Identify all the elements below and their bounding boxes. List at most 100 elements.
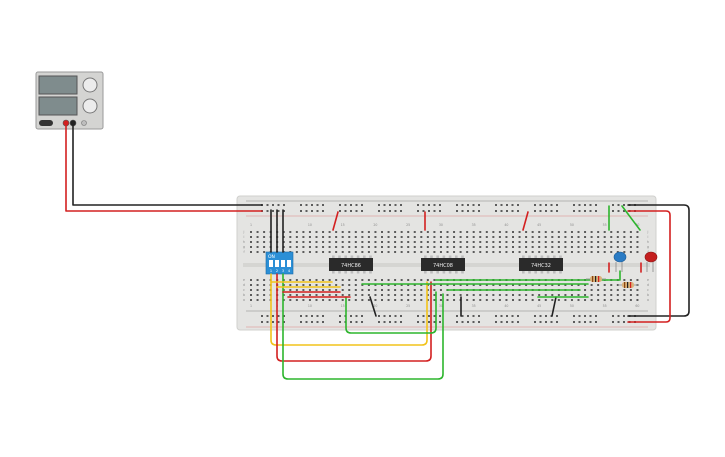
- breadboard-hole[interactable]: [413, 289, 416, 291]
- breadboard-hole[interactable]: [308, 231, 311, 233]
- breadboard-hole[interactable]: [616, 251, 619, 253]
- dip-toggle-3[interactable]: [281, 260, 285, 267]
- breadboard-hole[interactable]: [400, 294, 403, 296]
- breadboard-hole[interactable]: [354, 241, 357, 243]
- dip-toggle-4[interactable]: [287, 260, 291, 267]
- rail-hole[interactable]: [495, 321, 497, 323]
- rail-hole[interactable]: [266, 315, 269, 317]
- breadboard-hole[interactable]: [610, 299, 613, 301]
- breadboard-hole[interactable]: [335, 279, 338, 281]
- rail-hole[interactable]: [500, 321, 503, 323]
- breadboard-hole[interactable]: [636, 246, 639, 248]
- breadboard-hole[interactable]: [492, 284, 495, 286]
- breadboard-hole[interactable]: [354, 231, 357, 233]
- breadboard-hole[interactable]: [381, 236, 383, 238]
- rail-hole[interactable]: [305, 315, 308, 317]
- breadboard-hole[interactable]: [387, 284, 390, 286]
- breadboard-hole[interactable]: [387, 279, 390, 281]
- breadboard-hole[interactable]: [263, 289, 266, 291]
- rail-hole[interactable]: [506, 315, 508, 317]
- rail-hole[interactable]: [417, 321, 419, 323]
- rail-hole[interactable]: [595, 210, 597, 212]
- rail-hole[interactable]: [517, 321, 519, 323]
- breadboard-hole[interactable]: [341, 284, 344, 286]
- breadboard-hole[interactable]: [485, 294, 488, 296]
- breadboard-hole[interactable]: [302, 279, 305, 281]
- breadboard-hole[interactable]: [557, 294, 560, 296]
- breadboard-hole[interactable]: [387, 246, 390, 248]
- breadboard-hole[interactable]: [616, 289, 619, 291]
- breadboard-hole[interactable]: [256, 299, 259, 301]
- breadboard-hole[interactable]: [629, 246, 632, 248]
- rail-hole[interactable]: [389, 204, 391, 206]
- breadboard-hole[interactable]: [367, 231, 370, 233]
- breadboard-hole[interactable]: [361, 231, 364, 233]
- breadboard-hole[interactable]: [256, 231, 259, 233]
- led-blue[interactable]: [613, 251, 627, 272]
- rail-hole[interactable]: [283, 321, 285, 323]
- rail-hole[interactable]: [383, 210, 386, 212]
- breadboard-hole[interactable]: [479, 236, 482, 238]
- breadboard-hole[interactable]: [315, 279, 318, 281]
- breadboard-hole[interactable]: [512, 246, 514, 248]
- breadboard-hole[interactable]: [348, 289, 351, 291]
- breadboard-hole[interactable]: [413, 299, 416, 301]
- breadboard-hole[interactable]: [551, 231, 554, 233]
- breadboard-hole[interactable]: [426, 289, 429, 291]
- breadboard-hole[interactable]: [426, 246, 429, 248]
- breadboard-hole[interactable]: [564, 299, 567, 301]
- rail-hole[interactable]: [428, 210, 430, 212]
- breadboard-hole[interactable]: [498, 236, 501, 238]
- breadboard-hole[interactable]: [590, 246, 593, 248]
- breadboard-hole[interactable]: [505, 236, 508, 238]
- breadboard-hole[interactable]: [335, 289, 338, 291]
- breadboard-hole[interactable]: [584, 241, 587, 243]
- breadboard-hole[interactable]: [348, 294, 351, 296]
- breadboard-hole[interactable]: [538, 251, 541, 253]
- rail-hole[interactable]: [361, 204, 363, 206]
- breadboard-hole[interactable]: [512, 284, 514, 286]
- rail-hole[interactable]: [439, 210, 441, 212]
- breadboard-hole[interactable]: [308, 279, 311, 281]
- rail-hole[interactable]: [506, 321, 508, 323]
- breadboard-hole[interactable]: [295, 289, 298, 291]
- breadboard-hole[interactable]: [308, 289, 311, 291]
- breadboard-hole[interactable]: [531, 284, 534, 286]
- breadboard-hole[interactable]: [492, 294, 495, 296]
- rail-hole[interactable]: [433, 321, 436, 323]
- breadboard-hole[interactable]: [636, 231, 639, 233]
- breadboard-hole[interactable]: [610, 284, 613, 286]
- rail-hole[interactable]: [617, 321, 620, 323]
- rail-hole[interactable]: [417, 210, 419, 212]
- breadboard-hole[interactable]: [426, 299, 429, 301]
- breadboard-hole[interactable]: [590, 294, 593, 296]
- breadboard-hole[interactable]: [610, 231, 613, 233]
- rail-hole[interactable]: [389, 210, 391, 212]
- breadboard-hole[interactable]: [439, 231, 442, 233]
- rail-hole[interactable]: [495, 204, 497, 206]
- rail-hole[interactable]: [355, 321, 358, 323]
- breadboard-hole[interactable]: [302, 284, 305, 286]
- rail-hole[interactable]: [394, 204, 397, 206]
- breadboard-hole[interactable]: [498, 251, 501, 253]
- breadboard-hole[interactable]: [485, 299, 488, 301]
- breadboard-hole[interactable]: [636, 294, 639, 296]
- breadboard-hole[interactable]: [263, 279, 266, 281]
- breadboard-hole[interactable]: [374, 231, 377, 233]
- breadboard-hole[interactable]: [564, 284, 567, 286]
- breadboard-hole[interactable]: [407, 299, 410, 301]
- breadboard-hole[interactable]: [413, 231, 416, 233]
- breadboard-hole[interactable]: [308, 299, 311, 301]
- rail-hole[interactable]: [283, 204, 285, 206]
- breadboard-hole[interactable]: [315, 284, 318, 286]
- breadboard-hole[interactable]: [492, 231, 495, 233]
- breadboard-hole[interactable]: [348, 236, 351, 238]
- breadboard-hole[interactable]: [564, 231, 567, 233]
- breadboard-hole[interactable]: [518, 246, 521, 248]
- breadboard-hole[interactable]: [629, 231, 632, 233]
- breadboard-hole[interactable]: [367, 279, 370, 281]
- breadboard-hole[interactable]: [525, 294, 528, 296]
- breadboard-hole[interactable]: [407, 236, 410, 238]
- breadboard-hole[interactable]: [538, 294, 541, 296]
